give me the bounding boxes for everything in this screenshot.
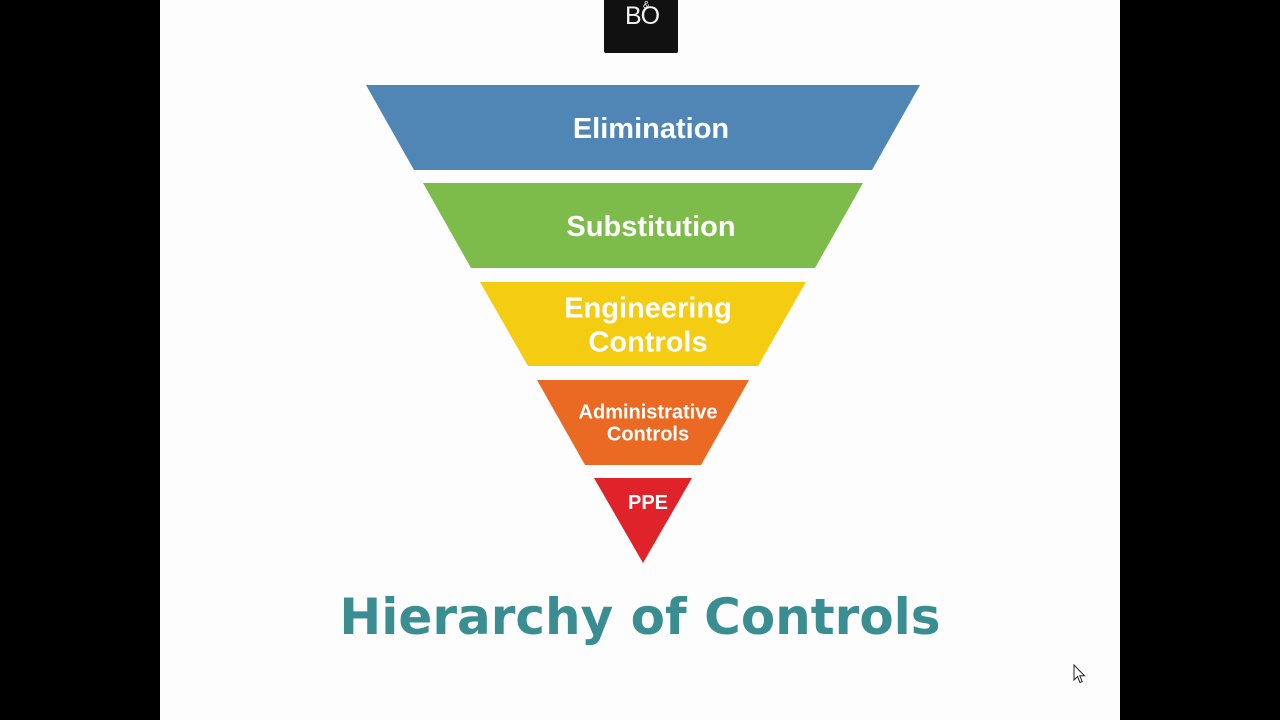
pyramid-band-4 — [537, 380, 749, 465]
pyramid-label-1-line-1: Elimination — [573, 113, 729, 145]
mouse-pointer-icon — [1073, 664, 1086, 684]
pyramid-band-1 — [366, 85, 920, 170]
logo-letters: BO — [625, 2, 660, 30]
pyramid-label-5-line-1: PPE — [628, 492, 668, 514]
pyramid-label-3-line-1: Engineering — [564, 292, 732, 324]
pyramid-level-5: PPE — [594, 478, 692, 563]
pyramid-level-1: Elimination — [366, 85, 920, 170]
pyramid-level-2: Substitution — [423, 183, 863, 268]
pyramid-band-5 — [594, 478, 692, 563]
pyramid-label-3-line-2: Controls — [588, 326, 707, 358]
pyramid-label-4-line-2: Controls — [607, 424, 689, 446]
pyramid-label-4-line-1: Administrative — [579, 402, 718, 424]
brand-logo: BO & — [604, 0, 678, 53]
pyramid-label-2-line-1: Substitution — [566, 211, 735, 243]
logo-ampersand: & — [643, 0, 650, 11]
pyramid-band-2 — [423, 183, 863, 268]
diagram-title: Hierarchy of Controls — [339, 588, 941, 646]
pyramid-band-3 — [480, 282, 806, 366]
